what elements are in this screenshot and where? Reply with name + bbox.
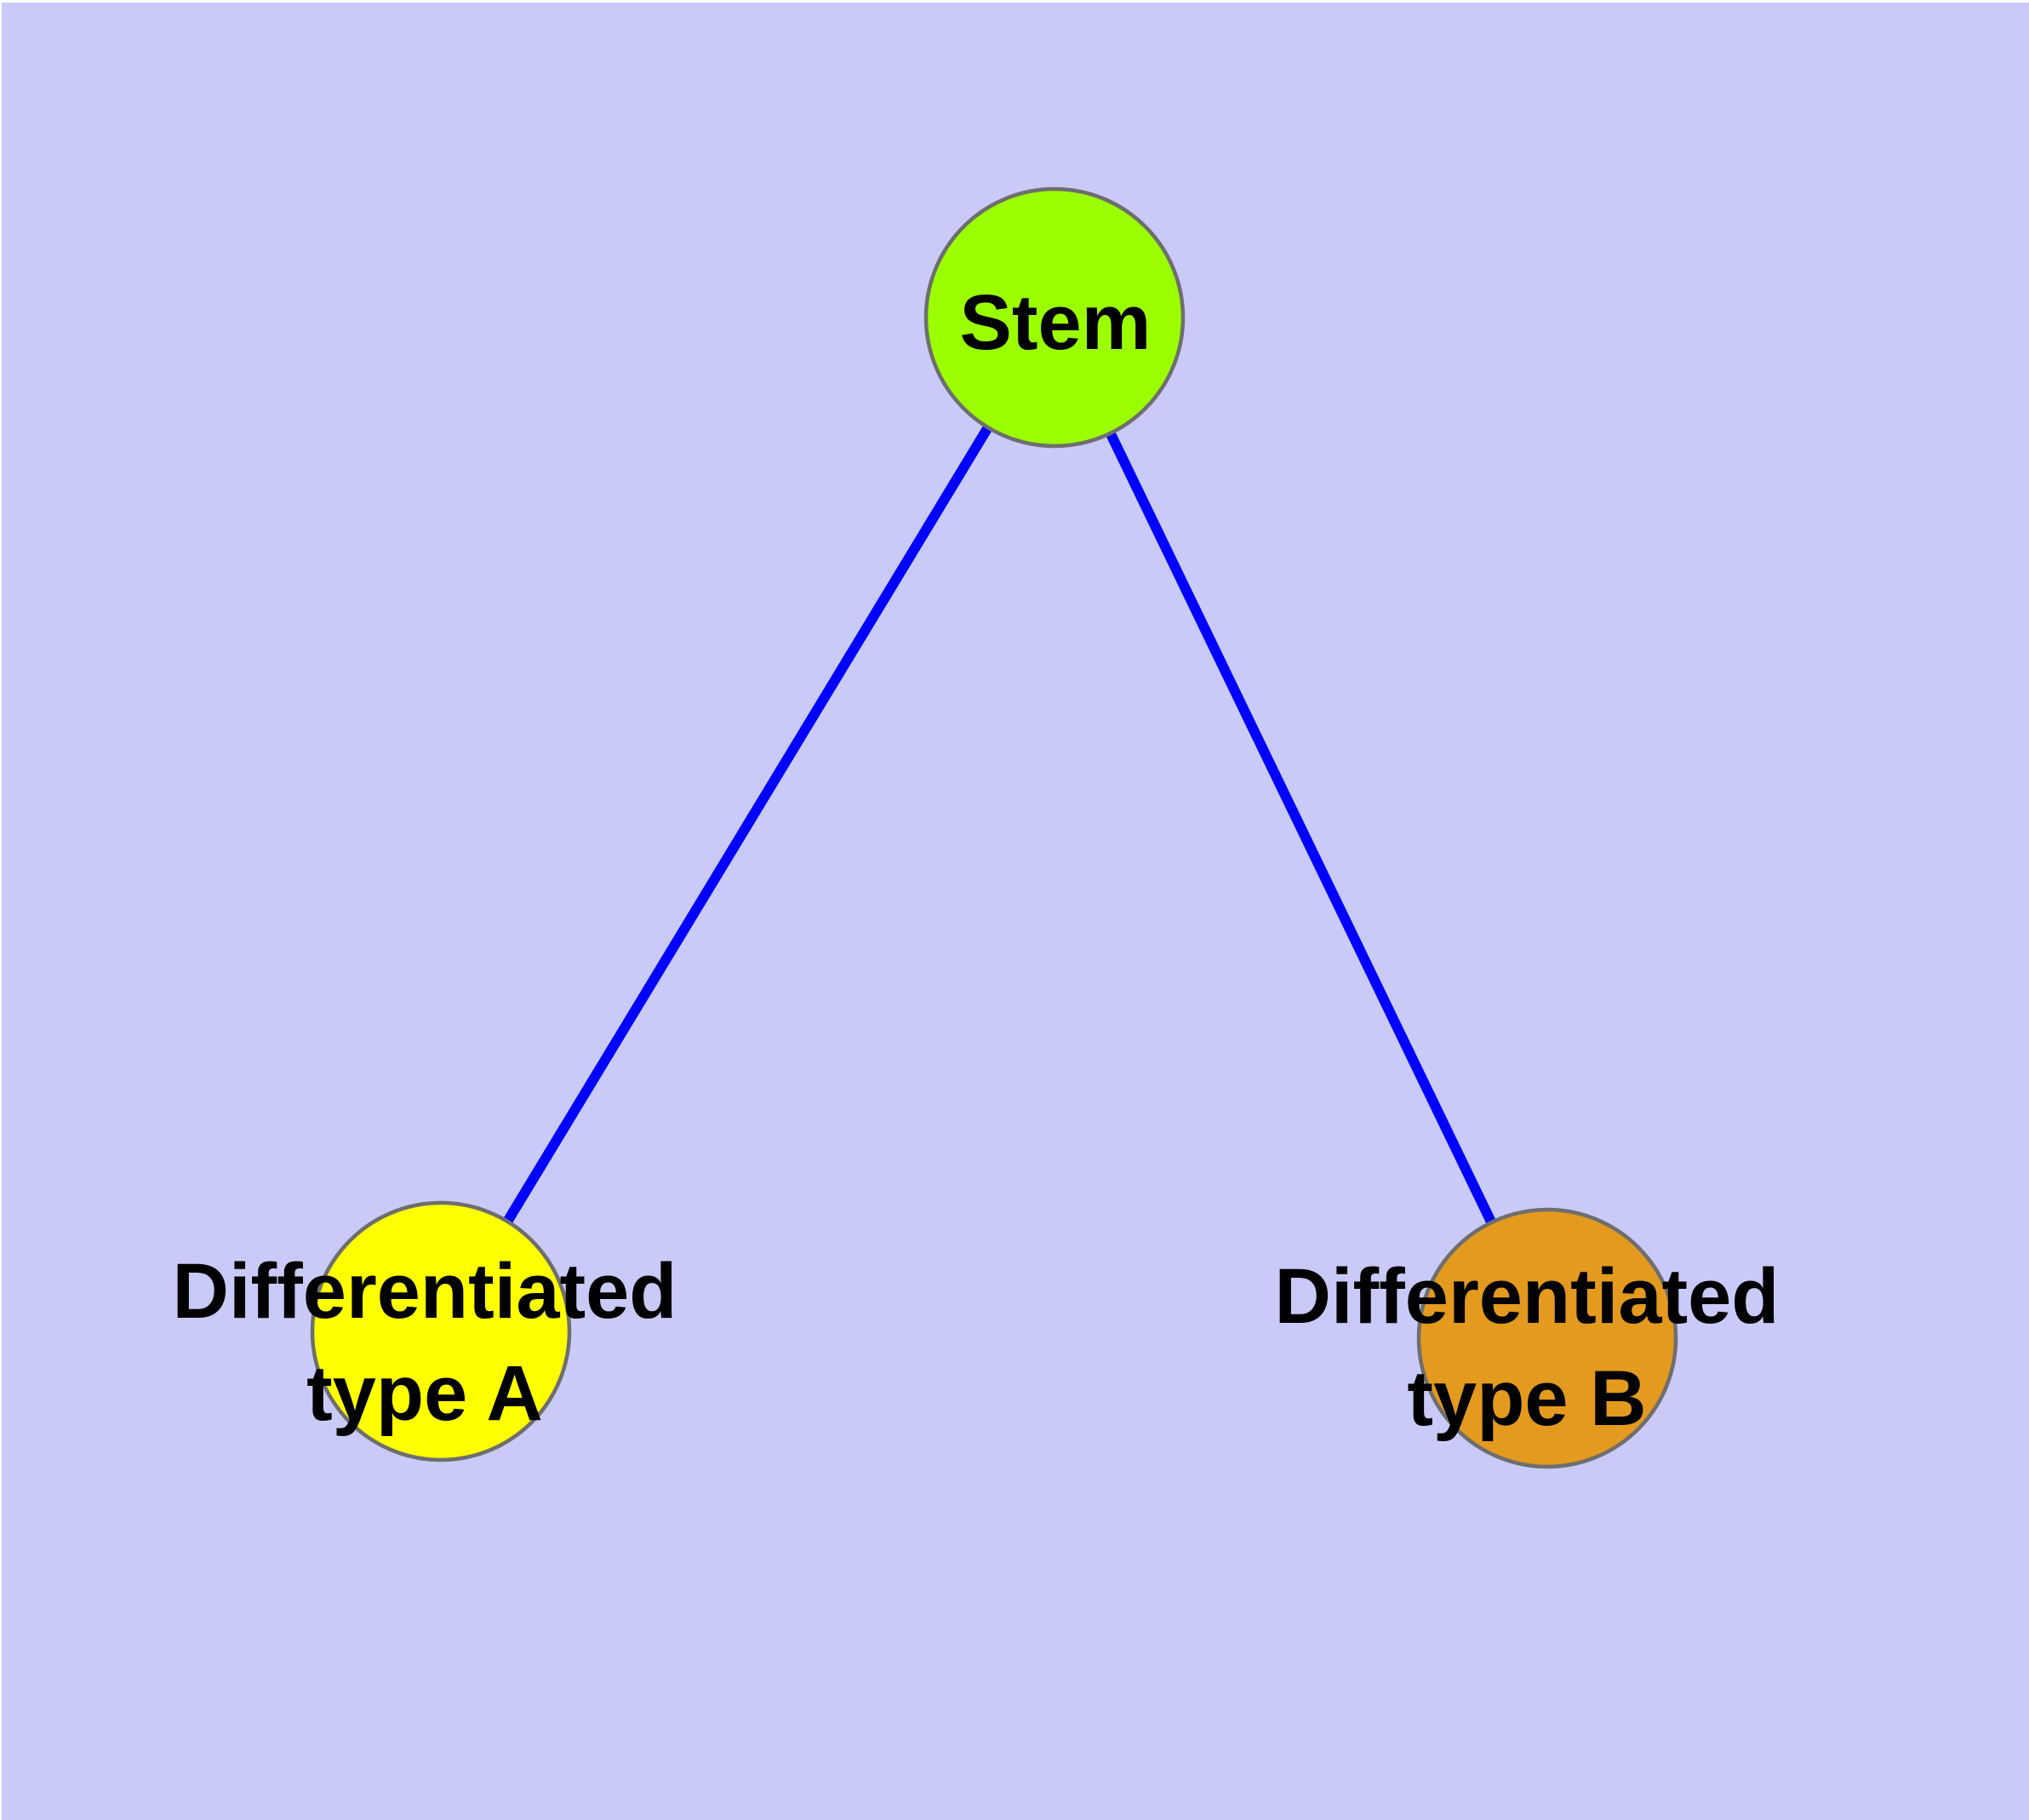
diagram-canvas: Stem Differentiated type A Differentiate… (2, 3, 2029, 1820)
graph-svg (310, 186, 1678, 1469)
edge-stem-to-type-a (436, 314, 1060, 1335)
edge-stem-to-type-b (1049, 315, 1552, 1341)
node-differentiated-type-a-label: Differentiated type A (172, 1248, 677, 1437)
node-differentiated-type-b-label: Differentiated type B (1274, 1253, 1780, 1442)
node-differentiated-type-a-circle (310, 1200, 572, 1462)
node-stem-label: Stem (959, 279, 1152, 366)
node-differentiated-type-b-circle (1416, 1207, 1678, 1469)
node-stem-circle (923, 186, 1186, 449)
